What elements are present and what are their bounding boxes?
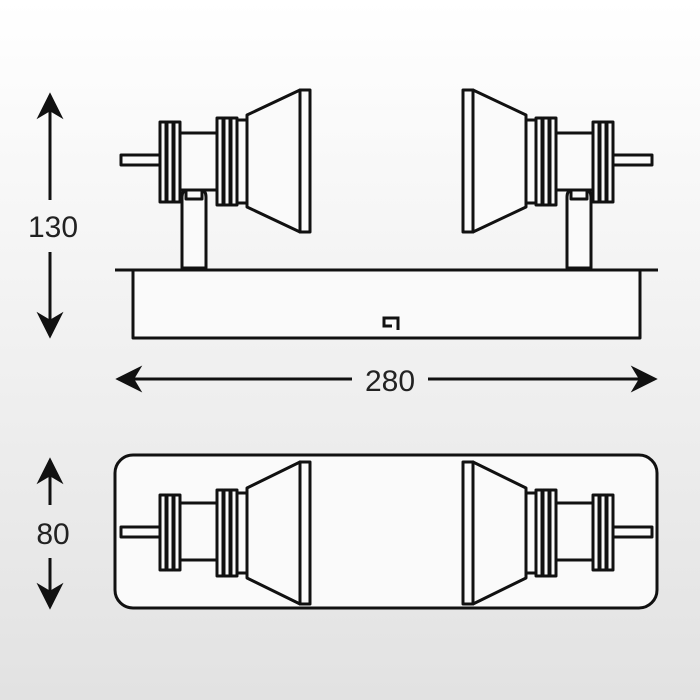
left-spot-arm <box>180 188 208 270</box>
left-spotlight <box>119 88 312 234</box>
right-spotlight <box>461 88 654 234</box>
width-label: 280 <box>365 365 415 398</box>
top-view <box>113 453 659 610</box>
depth-label: 80 <box>36 518 69 551</box>
height-label: 130 <box>28 211 78 244</box>
base-plate <box>131 268 642 340</box>
side-view <box>115 88 658 340</box>
right-spot-arm <box>565 188 593 270</box>
hook-icon <box>382 316 400 330</box>
